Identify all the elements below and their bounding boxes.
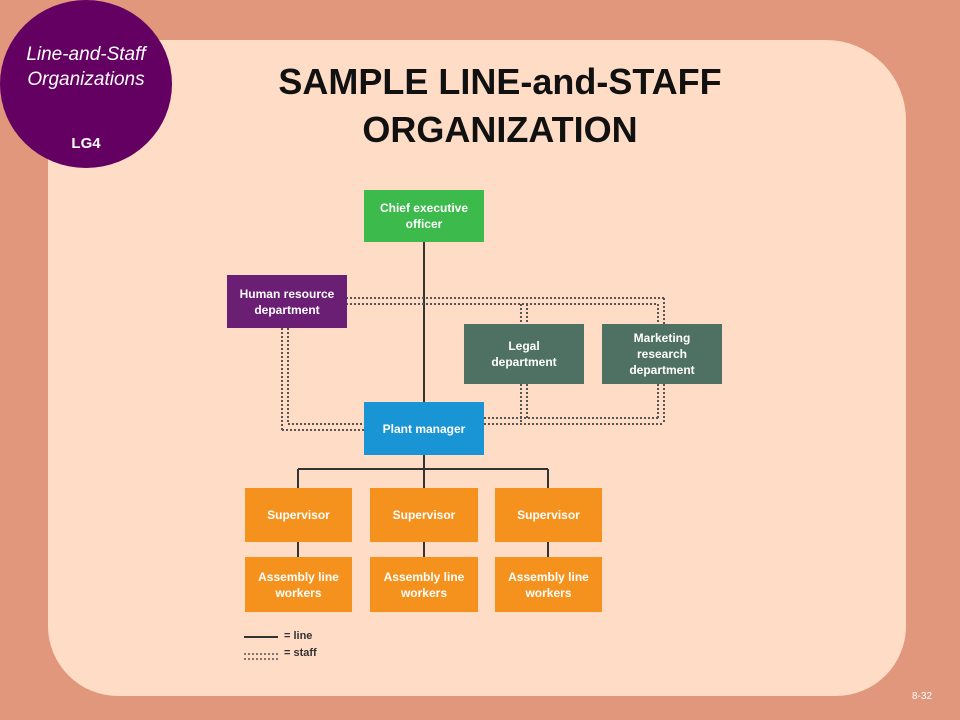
line-connectors bbox=[297, 242, 549, 557]
legend-staff-label: = staff bbox=[284, 647, 317, 659]
supervisor-box-3: Supervisor bbox=[495, 488, 602, 542]
slide-title: SAMPLE LINE-and-STAFF ORGANIZATION bbox=[180, 58, 820, 154]
ceo-box: Chief executive officer bbox=[364, 190, 484, 242]
slide-number: 8-32 bbox=[912, 691, 933, 702]
marketing-research-department-box: Marketing research department bbox=[602, 324, 722, 384]
plant-manager-box: Plant manager bbox=[364, 402, 484, 455]
badge-title: Line-and-Staff Organizations bbox=[26, 44, 146, 90]
supervisor-box-1: Supervisor bbox=[245, 488, 352, 542]
slide-title-line-2: ORGANIZATION bbox=[362, 109, 638, 150]
staff-connectors bbox=[281, 297, 665, 431]
assembly-workers-box-1: Assembly line workers bbox=[245, 557, 352, 612]
assembly-workers-box-2: Assembly line workers bbox=[370, 557, 478, 612]
topic-badge: Line-and-Staff Organizations LG4 bbox=[0, 0, 172, 168]
supervisor-box-2: Supervisor bbox=[370, 488, 478, 542]
slide-title-line-1: SAMPLE LINE-and-STAFF bbox=[278, 61, 722, 102]
assembly-workers-box-3: Assembly line workers bbox=[495, 557, 602, 612]
legal-department-box: Legal department bbox=[464, 324, 584, 384]
legend-line-label: = line bbox=[284, 630, 313, 642]
hr-department-box: Human resource department bbox=[227, 275, 347, 328]
learning-goal-tag: LG4 bbox=[71, 135, 101, 152]
